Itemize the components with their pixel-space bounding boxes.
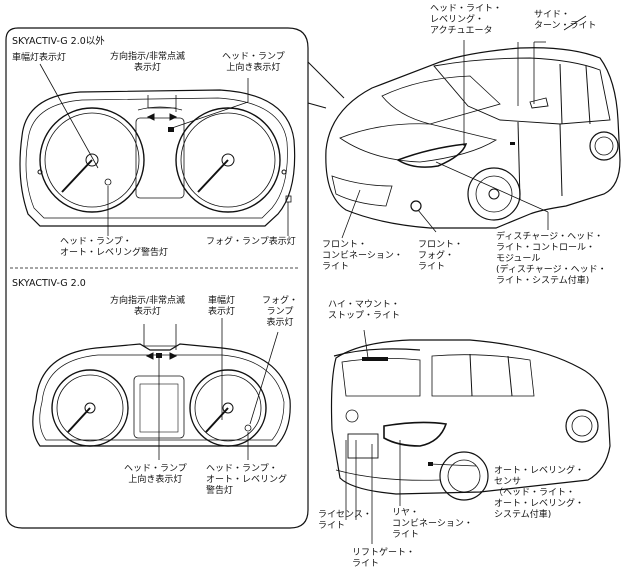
label-turn-hazard-indicator-bottom: 方向指示/非常点滅 表示灯	[110, 296, 186, 317]
label-auto-leveling-sensor: オート・レベリング・ センサ （ヘッド・ライト・ オート・レベリング・ システム…	[494, 466, 585, 520]
label-high-mount-stop-light: ハイ・マウント・ ストップ・ライト	[328, 300, 401, 321]
section-title-bottom: SKYACTIV-G 2.0	[12, 278, 86, 289]
label-liftgate-light: リフトゲート・ ライト	[352, 548, 416, 569]
label-side-turn-light: サイド・ ターン・ライト	[534, 10, 597, 31]
leaders-front	[341, 15, 587, 239]
label-discharge-headlight-control-module: ディスチャージ・ヘッド・ ライト・コントロール・ モジュール (ディスチャージ・…	[496, 232, 607, 286]
label-fog-indicator-bottom: フォグ・ ランプ 表示灯	[262, 296, 299, 328]
label-front-fog-light: フロント・ フォグ・ ライト	[418, 240, 464, 272]
callout-line-lower	[307, 102, 327, 109]
label-turn-hazard-indicator-top: 方向指示/非常点滅 表示灯	[110, 52, 186, 73]
car-rear-view	[330, 339, 611, 501]
label-side-marker-indicator: 車幅灯表示灯	[12, 53, 67, 63]
label-side-marker-indicator-bottom: 車幅灯 表示灯	[208, 296, 236, 317]
section-title-top: SKYACTIV-G 2.0以外	[12, 36, 105, 47]
top-cluster	[19, 89, 296, 227]
label-headlamp-high-indicator-bottom: ヘッド・ランプ 上向き表示灯	[124, 464, 187, 485]
label-front-combination-light: フロント・ コンビネーション・ ライト	[322, 240, 403, 272]
leaders-bottom	[143, 318, 279, 460]
label-rear-combination-light: リヤ・ コンビネーション・ ライト	[392, 508, 473, 540]
bottom-cluster	[32, 343, 291, 447]
leaders-top	[39, 63, 289, 236]
label-headlight-leveling-actuator: ヘッド・ライト・ レベリング・ アクチュエータ	[430, 4, 503, 36]
label-headlamp-high-indicator-top: ヘッド・ランプ 上向き表示灯	[222, 52, 285, 73]
label-fog-indicator-top: フォグ・ランプ表示灯	[206, 237, 296, 247]
callout-line-upper	[307, 61, 345, 99]
car-front-view	[325, 47, 621, 229]
panel-frame	[5, 27, 309, 529]
leaders-rear	[345, 329, 477, 544]
label-leveling-warning-bottom: ヘッド・ランプ・ オート・レベリング 警告灯	[206, 464, 288, 496]
label-leveling-warning-top: ヘッド・ランプ・ オート・レベリング警告灯	[60, 237, 169, 258]
label-license-light: ライセンス・ ライト	[318, 510, 372, 531]
